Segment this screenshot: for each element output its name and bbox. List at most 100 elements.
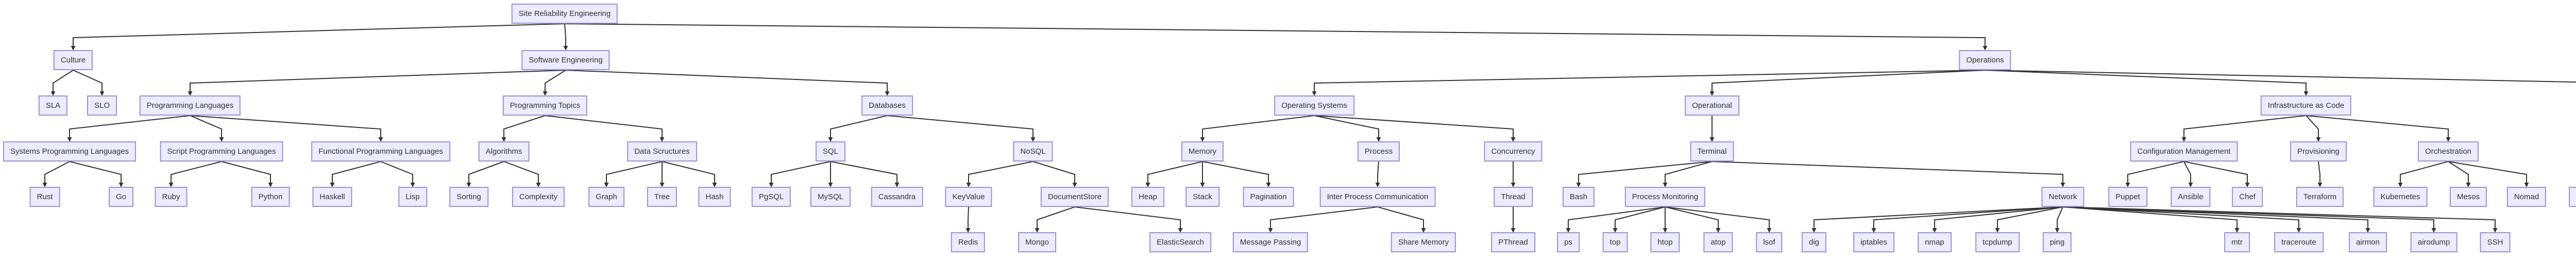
edge-functional-pl-to-lisp	[380, 161, 415, 187]
edge-software-engineering-to-databases	[565, 70, 890, 96]
node-nosql: NoSQL	[1013, 141, 1053, 162]
node-operating-systems: Operating Systems	[1274, 95, 1354, 116]
edge-network-to-traceroute	[2062, 206, 2301, 233]
edge-network-to-dig	[1811, 206, 2063, 233]
node-redis: Redis	[951, 232, 986, 252]
node-pagination: Pagination	[1243, 187, 1294, 207]
edge-network-to-nmap	[1932, 206, 2063, 233]
node-sre: Site Reliability Engineering	[511, 4, 618, 24]
edge-programming-languages-to-systems-pl	[67, 115, 191, 142]
edge-configuration-management-to-puppet	[2125, 161, 2184, 187]
edge-process-monitoring-to-lsof	[1665, 206, 1772, 233]
edge-operations-to-operating-systems	[1312, 70, 1986, 96]
edge-ipc-to-message-passing	[1268, 206, 1378, 233]
node-lsof: lsof	[1756, 232, 1783, 252]
edge-terminal-to-network	[1711, 161, 2065, 187]
edge-data-scructures-to-hash	[662, 161, 717, 187]
edge-infrastructure-as-code-to-orchestration	[2306, 115, 2451, 142]
edge-orchestration-to-mesos	[2448, 161, 2471, 187]
node-programming-languages: Programming Languages	[139, 95, 241, 116]
node-hash: Hash	[698, 187, 731, 207]
node-operations: Operations	[1959, 50, 2011, 70]
node-airmon: airmon	[2349, 232, 2387, 252]
edge-databases-to-nosql	[887, 115, 1036, 142]
edge-systems-pl-to-go	[69, 161, 124, 187]
node-systems-pl: Systems Programming Languages	[3, 141, 137, 162]
node-stack: Stack	[1185, 187, 1219, 207]
node-operational: Operational	[1685, 95, 1739, 116]
edge-operating-systems-to-concurrency	[1314, 115, 1516, 142]
edge-programming-languages-to-functional-pl	[190, 115, 383, 142]
node-share-memory: Share Memory	[1391, 232, 1456, 252]
node-ping: ping	[2042, 232, 2072, 252]
edge-process-monitoring-to-ps	[1566, 206, 1666, 233]
edge-ipc-to-share-memory	[1377, 206, 1426, 233]
edge-network-to-ssh	[2062, 206, 2498, 233]
node-sla: SLA	[38, 95, 68, 116]
node-terraform: Terraform	[2296, 187, 2344, 207]
node-orchestration: Orchestration	[2417, 141, 2479, 162]
edge-functional-pl-to-haskell	[330, 161, 381, 187]
edge-operations-to-infrastructure-as-code	[1985, 70, 2309, 96]
edge-programming-topics-to-algorithms	[501, 115, 546, 142]
edge-nosql-to-keyvalue	[966, 161, 1033, 187]
node-mtr: mtr	[2224, 232, 2250, 252]
node-go: Go	[108, 187, 134, 207]
node-programming-topics: Programming Topics	[502, 95, 588, 116]
node-terminal: Terminal	[1690, 141, 1734, 162]
node-kubernetes: Kubernetes	[2373, 187, 2428, 207]
node-slo: SLO	[87, 95, 117, 116]
edge-documentstore-to-mongo	[1035, 206, 1075, 233]
node-mesos: Mesos	[2449, 187, 2487, 207]
node-graph: Graph	[588, 187, 624, 207]
node-airodump: airodump	[2410, 232, 2458, 252]
edge-sql-to-cassandra	[830, 161, 900, 187]
edge-sql-to-pgsql	[769, 161, 831, 187]
edge-terminal-to-process-monitoring	[1663, 161, 1713, 187]
node-algorithms: Algorithms	[478, 141, 530, 162]
node-keyvalue: KeyValue	[945, 187, 992, 207]
edge-network-to-airmon	[2062, 206, 2370, 233]
edge-algorithms-to-complexity	[503, 161, 541, 187]
node-htop: htop	[1650, 232, 1680, 252]
edge-script-pl-to-python	[221, 161, 273, 187]
node-heap: Heap	[1131, 187, 1164, 207]
node-provisioning: Provisioning	[2290, 141, 2347, 162]
node-chef: Chef	[2232, 187, 2263, 207]
edge-memory-to-heap	[1145, 161, 1203, 187]
edge-programming-languages-to-script-pl	[190, 115, 224, 142]
node-process: Process	[1357, 141, 1400, 162]
edge-infrastructure-as-code-to-provisioning	[2306, 115, 2321, 142]
edge-provisioning-to-terraform	[2317, 161, 2323, 187]
node-elasticsearch: ElasticSearch	[1149, 232, 1211, 252]
node-configuration-management: Configuration Management	[2130, 141, 2238, 162]
node-ruby: Ruby	[155, 187, 188, 207]
node-network: Network	[2041, 187, 2084, 207]
edge-culture-to-slo	[73, 70, 105, 96]
edge-configuration-management-to-ansible	[2183, 161, 2193, 187]
node-sorting: Sorting	[449, 187, 488, 207]
edge-sre-to-culture	[71, 23, 565, 51]
edge-operations-to-operational	[1709, 70, 1986, 96]
edge-sre-to-software-engineering	[563, 23, 568, 51]
node-mysql: MySQL	[810, 187, 851, 207]
node-python: Python	[251, 187, 290, 207]
edge-operating-systems-to-memory	[1200, 115, 1315, 142]
node-databases: Databases	[861, 95, 913, 116]
node-puppet: Puppet	[2108, 187, 2147, 207]
edge-orchestration-to-nomad	[2448, 161, 2529, 187]
edge-process-monitoring-to-atop	[1665, 206, 1721, 233]
node-ssh: SSH	[2480, 232, 2511, 252]
node-top: top	[1602, 232, 1628, 252]
edge-databases-to-sql	[828, 115, 888, 142]
node-rust: Rust	[29, 187, 60, 207]
edge-programming-topics-to-data-scructures	[545, 115, 665, 142]
edge-network-to-mtr	[2062, 206, 2240, 233]
node-traceroute: traceroute	[2274, 232, 2324, 252]
edge-nosql-to-documentstore	[1032, 161, 1077, 187]
node-culture: Culture	[53, 50, 93, 70]
edge-network-to-iptables	[1871, 206, 2063, 233]
node-memory: Memory	[1181, 141, 1224, 162]
node-bash: Bash	[1562, 187, 1595, 207]
